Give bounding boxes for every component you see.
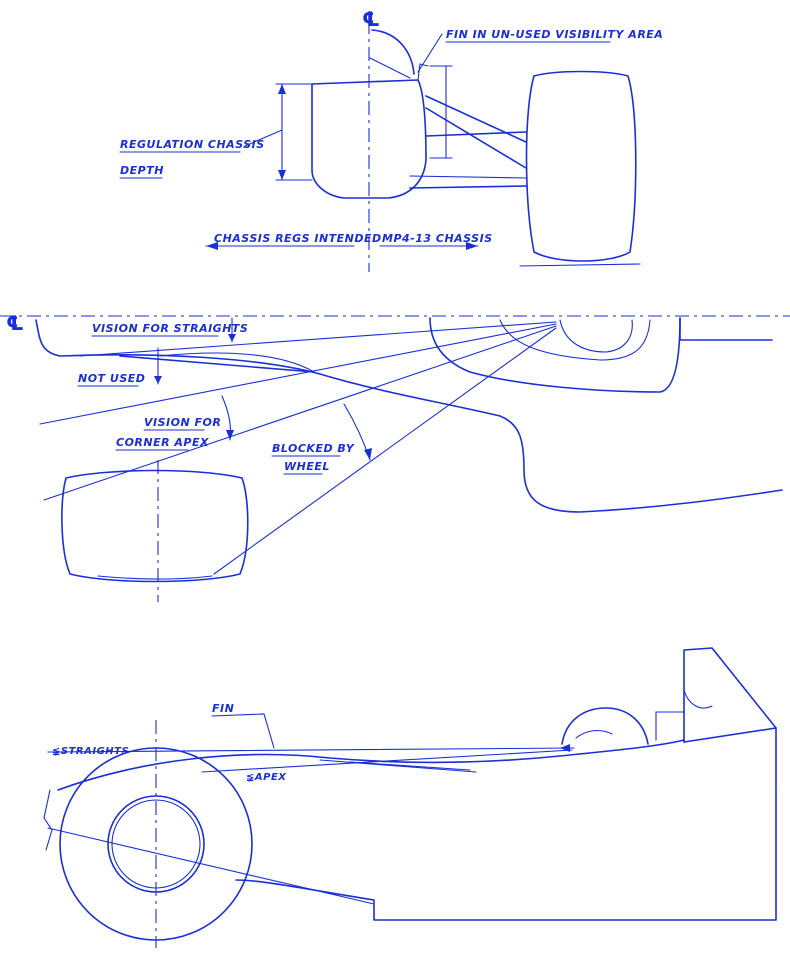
mirror-line	[499, 319, 651, 361]
fin-label: FIN IN UN-USED VISIBILITY AREA	[446, 28, 663, 41]
chassis-regs-label: CHASSIS REGS INTENDED	[214, 232, 382, 245]
driver-head	[559, 319, 633, 353]
blocked-label-2: WHEEL	[284, 460, 330, 473]
fin-plan-line	[119, 355, 315, 373]
nose-tip	[43, 789, 53, 851]
upper-wishbone-rear	[425, 107, 527, 169]
upper-wishbone	[425, 95, 527, 143]
mp4-label: MP4-13 CHASSIS	[382, 232, 493, 245]
chassis-depth-label-1: REGULATION CHASSIS	[120, 138, 265, 151]
depth-leader	[244, 129, 283, 147]
helmet-visor	[575, 729, 613, 739]
corner-arrow	[226, 430, 234, 440]
sidepod-step	[679, 317, 773, 341]
roll-hoop-step	[655, 711, 685, 741]
vision-line-straight	[79, 321, 557, 357]
sight-line-fin	[319, 759, 477, 773]
side-chassis-outline	[57, 727, 777, 921]
top-view: ℄ VISION FOR STRAIGHTS NOT USED VISION	[0, 311, 790, 602]
depth-arrow-bottom	[278, 170, 286, 180]
blocked-label-1: BLOCKED BY	[272, 442, 355, 455]
top-centerline-symbol: ℄	[6, 311, 24, 335]
fin-arc	[371, 29, 415, 75]
depth-arrow-top	[278, 84, 286, 94]
lower-wishbone-2	[409, 175, 527, 179]
front-wheel	[525, 70, 637, 262]
chassis-depth-label-2: DEPTH	[120, 164, 164, 177]
chassis-plan-outline	[35, 319, 783, 513]
front-view: ℄ FIN IN UN-USED VISIBILITY AREA REGULA	[119, 7, 663, 272]
fin-leader	[417, 33, 443, 73]
straights-side-label: ≨STRAIGHTS	[52, 746, 129, 757]
vision-corner-label-2: CORNER APEX	[116, 436, 209, 449]
vision-straights-label: VISION FOR STRAIGHTS	[92, 322, 248, 335]
fin-plan-curve	[159, 352, 315, 373]
front-centerline-symbol: ℄	[362, 7, 380, 31]
vision-line-wheel-bottom	[213, 327, 557, 575]
ground-line	[519, 263, 641, 267]
lower-arm	[47, 827, 375, 905]
vision-corner-label-1: VISION FOR	[144, 416, 221, 429]
chassis-top-corner	[417, 63, 429, 81]
not-used-arrow	[154, 376, 162, 384]
chassis-outline	[311, 79, 427, 199]
sight-line-apex	[201, 749, 573, 773]
side-view: FIN ≨STRAIGHTS ≨APEX	[43, 647, 777, 948]
chassis-regs-arrow	[206, 242, 218, 250]
top-wheel	[61, 469, 249, 583]
eye-point	[560, 744, 570, 752]
blocked-arrow	[364, 448, 372, 460]
apex-side-label: ≨APEX	[246, 772, 287, 783]
sight-line-straights	[47, 747, 575, 753]
airbox-intake	[683, 689, 713, 709]
helmet	[561, 707, 649, 745]
fin-base	[369, 57, 411, 79]
vision-line-corner	[39, 323, 557, 425]
fin-side-leader	[211, 713, 275, 749]
pushrod	[425, 131, 527, 137]
not-used-label: NOT USED	[78, 372, 145, 385]
top-wheel-tread	[97, 575, 213, 580]
mp4-arrow	[466, 242, 478, 250]
lower-wishbone	[409, 185, 527, 189]
straights-arrow	[228, 334, 236, 342]
fin-side-label: FIN	[212, 702, 234, 715]
airbox	[683, 647, 777, 743]
sidepod-inner	[429, 317, 681, 393]
